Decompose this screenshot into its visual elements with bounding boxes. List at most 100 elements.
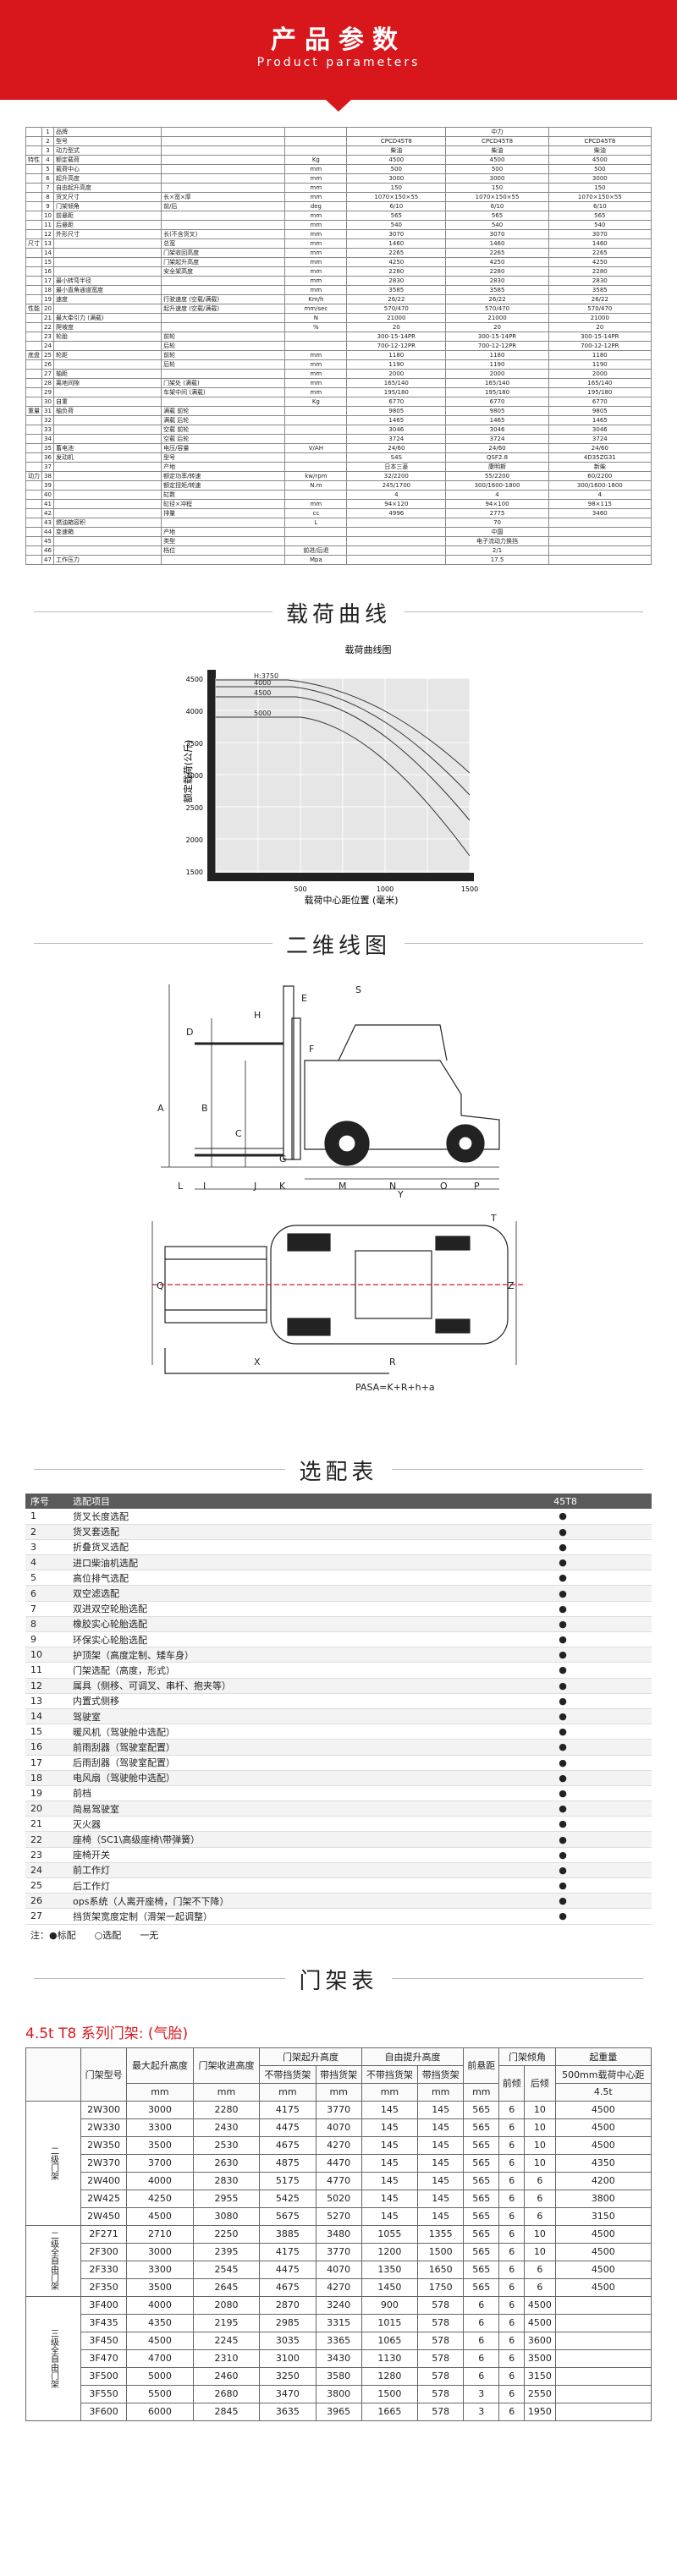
spec-cell-no: 15 <box>41 257 54 267</box>
spec-cell-v2: 60/2200 <box>548 471 652 481</box>
drawing-letter: I <box>203 1181 206 1192</box>
spec-cell-b <box>161 322 286 332</box>
spec-cell-b: 前/后 <box>161 201 286 211</box>
spec-cell-v1: 20 <box>445 322 549 332</box>
spec-cell-u: mm/sec <box>284 304 348 314</box>
spec-cell-v2: 1460 <box>548 238 652 249</box>
spec-cell-v0: 柴油 <box>346 145 447 156</box>
spec-cell-v2: 565 <box>548 211 652 221</box>
mast-cell: 3F450 <box>80 2331 128 2350</box>
spec-cell-u <box>284 527 348 537</box>
mast-cell: 6 <box>498 2277 526 2297</box>
mast-h-tilt-b: 后倾 <box>524 2064 556 2102</box>
option-mk: ● <box>474 1831 652 1848</box>
spec-cell-no: 13 <box>41 238 54 249</box>
spec-cell-u <box>284 415 348 425</box>
mast-cell: 4500 <box>126 2206 194 2226</box>
spec-cell-v2: 3046 <box>548 425 652 435</box>
spec-cell-u <box>284 425 348 435</box>
mast-cell: 2530 <box>192 2135 261 2155</box>
spec-cell-b <box>161 518 286 528</box>
drawing-letter: O <box>440 1181 448 1192</box>
mast-cell: 6 <box>463 2313 500 2332</box>
spec-cell-b: 前轮 <box>161 332 286 342</box>
spec-cell-no: 41 <box>41 499 54 509</box>
mast-cell: 2W400 <box>80 2171 128 2190</box>
spec-cell-v0: 150 <box>346 183 447 193</box>
mast-cell: 2W300 <box>80 2100 128 2119</box>
mast-cell <box>554 2331 652 2350</box>
spec-cell-no: 33 <box>41 425 54 435</box>
spec-cell-a: 最大牵引力 (满载) <box>52 313 162 323</box>
option-mk: ● <box>474 1616 652 1633</box>
mast-cell: 4500 <box>554 2135 652 2155</box>
mast-cell: 5000 <box>126 2366 194 2386</box>
option-no: 8 <box>25 1616 68 1633</box>
spec-cell-v1: 1460 <box>445 238 549 249</box>
mast-cell: 10 <box>524 2153 556 2173</box>
spec-cell-u: Mpa <box>284 555 348 565</box>
spec-cell-a: 外形尺寸 <box>52 229 162 239</box>
spec-cell-v1: 1190 <box>445 359 549 370</box>
mast-cell: 3 <box>463 2402 500 2421</box>
option-mk: ● <box>474 1693 652 1709</box>
curve-ytick: 4500 <box>186 676 203 683</box>
spec-cell-b: 总宽 <box>161 238 286 249</box>
mast-cell: 3600 <box>524 2331 556 2350</box>
spec-cell-v2: 500 <box>548 164 652 174</box>
spec-cell-a <box>52 490 162 500</box>
spec-cell-b: 型号 <box>161 452 286 463</box>
drawing-letter: L <box>178 1181 184 1192</box>
mast-cell: 6 <box>498 2260 526 2279</box>
spec-cell-v1: 3000 <box>445 173 549 184</box>
spec-cell-a <box>52 480 162 491</box>
mast-cell: 145 <box>417 2153 465 2173</box>
spec-cell-a: 前悬距 <box>52 211 162 221</box>
spec-cell-u <box>284 434 348 444</box>
mast-cell: 3150 <box>554 2206 652 2226</box>
mast-cell: 145 <box>417 2135 465 2155</box>
spec-cell-b: 门架起升高度 <box>161 257 286 267</box>
mast-cell: 6 <box>463 2366 500 2386</box>
spec-cell-u <box>284 406 348 416</box>
spec-cell-cat <box>25 443 42 453</box>
mast-cell: 1065 <box>361 2331 419 2350</box>
drawing-letter: A <box>157 1103 164 1114</box>
spec-cell-v2: 3000 <box>548 173 652 184</box>
spec-cell-b: 满载 后轮 <box>161 415 286 425</box>
spec-cell-cat <box>25 359 42 370</box>
spec-cell-cat <box>25 452 42 463</box>
spec-cell-v2: 柴油 <box>548 145 652 156</box>
spec-cell-cat <box>25 508 42 518</box>
option-mk: ● <box>474 1539 652 1556</box>
mast-cell: 3 <box>463 2384 500 2403</box>
spec-cell-no: 24 <box>41 341 54 351</box>
drawing-letter: S <box>355 984 361 995</box>
option-mk: ● <box>474 1524 652 1540</box>
mast-cell: 145 <box>361 2189 419 2208</box>
mast-cell: 565 <box>463 2100 500 2119</box>
drawing-letter: T <box>490 1213 497 1224</box>
option-mk: ● <box>474 1877 652 1894</box>
option-item: 座椅开关 <box>68 1847 474 1863</box>
mast-h-ext: 门架起升高度 <box>259 2047 362 2066</box>
option-mk: ● <box>474 1662 652 1679</box>
spec-cell-cat <box>25 536 42 546</box>
mast-cell: 4500 <box>554 2260 652 2279</box>
curve-line-label: 4000 <box>254 679 271 687</box>
mast-section-header: 门架表 <box>0 1954 677 2003</box>
mast-cell: 565 <box>463 2206 500 2226</box>
mast-cell: 2955 <box>192 2189 261 2208</box>
option-item: 属具（侧移、可调叉、串杆、抱夹等） <box>68 1678 474 1694</box>
spec-cell-v0: 3046 <box>346 425 447 435</box>
